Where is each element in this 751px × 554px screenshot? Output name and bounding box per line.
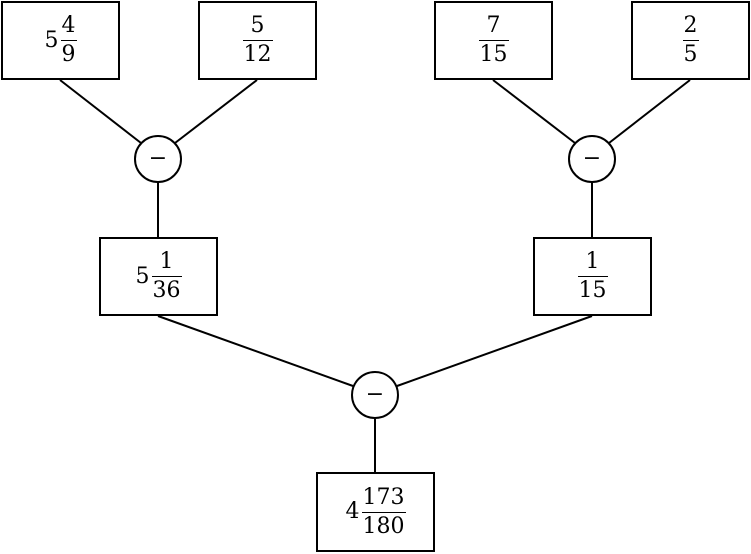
denominator: 180 [361,511,406,539]
denominator: 15 [577,276,608,303]
fraction: 2 5 [682,13,699,67]
leaf-box-3: 7 15 [434,1,553,80]
fraction: 7 15 [478,13,509,67]
fraction: 1 36 [151,249,182,303]
numerator: 5 [250,13,265,38]
whole-part: 5 [44,27,59,53]
denominator: 12 [242,40,273,67]
minus-operator-right: − [568,135,616,183]
mixed-number: 1 15 [577,249,608,303]
whole-part: 4 [345,499,360,524]
mid-box-right: 1 15 [533,237,652,316]
numerator: 7 [486,13,501,38]
numerator: 1 [585,249,600,274]
fraction: 173 180 [361,484,406,539]
leaf-box-4: 2 5 [631,1,750,80]
mid-box-left: 5 1 36 [99,237,218,316]
mixed-number: 5 4 9 [45,15,77,66]
numerator: 2 [683,13,698,38]
numerator: 1 [159,249,174,274]
numerator: 173 [362,484,405,510]
edge-leaf3-op-right [492,79,576,144]
edge-leaf1-op-left [59,79,142,144]
edge-leaf4-op-right [608,79,691,144]
minus-operator-left: − [134,135,182,183]
mixed-number: 5 12 [242,13,273,67]
leaf-box-2: 5 12 [198,1,317,80]
minus-operator-bottom: − [351,371,399,419]
leaf-box-1: 5 4 9 [1,1,120,80]
denominator: 15 [478,40,509,67]
fraction: 4 9 [60,13,77,67]
denominator: 5 [682,40,699,67]
fraction: 1 15 [577,249,608,303]
fraction: 5 12 [242,13,273,67]
mixed-number: 7 15 [478,13,509,67]
denominator: 9 [60,40,77,67]
denominator: 36 [151,276,182,303]
edge-leaf2-op-left [174,79,258,144]
edge-mid-left-op-bottom [157,315,354,387]
mixed-number: 2 5 [682,13,699,67]
edge-mid-right-op-bottom [396,315,593,387]
mixed-number: 5 1 36 [136,251,182,302]
mixed-number: 4 173 180 [345,484,406,539]
result-box: 4 173 180 [316,472,435,552]
whole-part: 5 [135,263,150,289]
numerator: 4 [61,13,76,38]
